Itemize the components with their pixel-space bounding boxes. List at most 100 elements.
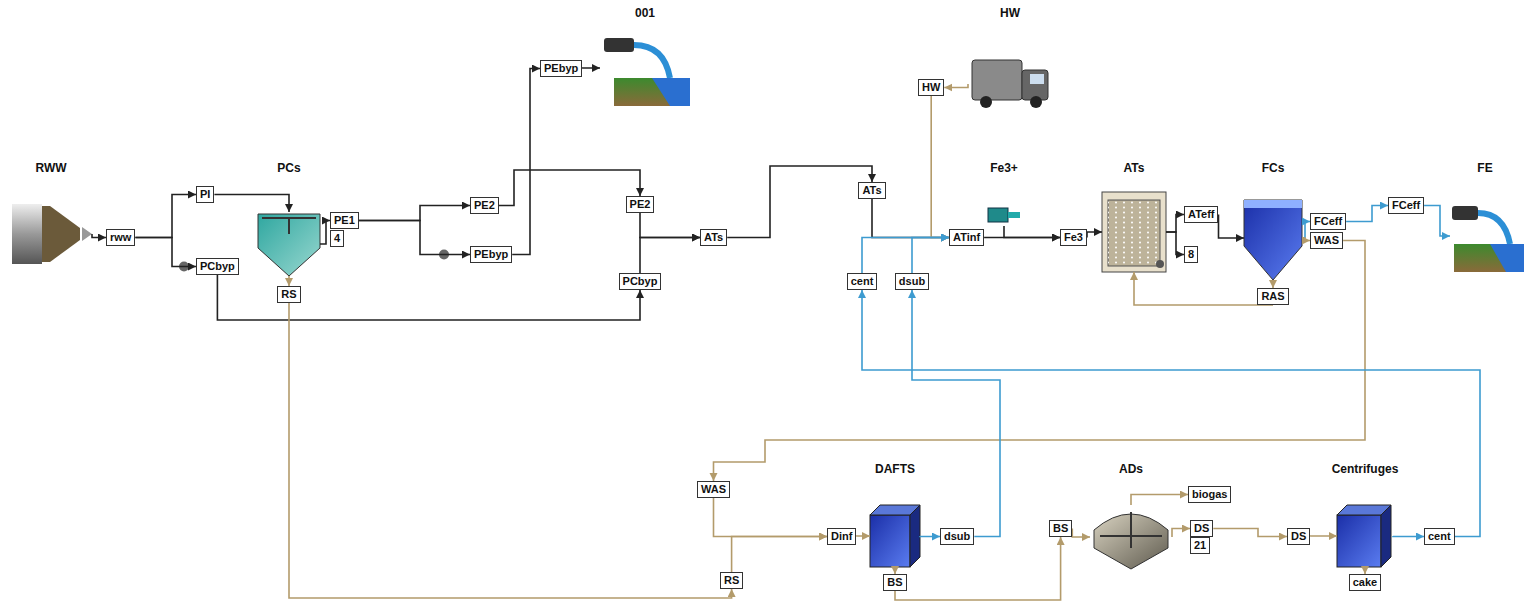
unit-title: ADs xyxy=(1119,462,1143,476)
stream-connector xyxy=(135,238,196,267)
process-unit: DAFTS xyxy=(870,505,920,567)
stream-connector xyxy=(1087,232,1102,238)
stream-connector xyxy=(714,241,1366,482)
stream-connector xyxy=(288,276,290,286)
digester-icon xyxy=(1094,512,1168,569)
stream-name: BS xyxy=(887,576,902,588)
stream-connector xyxy=(1272,280,1274,288)
truck-icon xyxy=(1022,70,1048,100)
process-unit: HW xyxy=(968,56,1052,112)
stream-name: PCbyp xyxy=(623,275,658,287)
stream-connector xyxy=(894,567,896,574)
stream-connector xyxy=(135,195,196,238)
stream-label: WAS xyxy=(697,481,730,498)
stream-label: WAS xyxy=(1310,232,1343,249)
stream-name: ATeff xyxy=(1188,208,1214,220)
stream-connector xyxy=(499,170,640,206)
stream-connector xyxy=(1213,529,1287,537)
stream-name: cent xyxy=(1428,530,1451,542)
process-unit: PCs xyxy=(258,212,320,276)
stream-connector xyxy=(1172,529,1190,538)
stream-label: RAS xyxy=(1257,288,1288,305)
stream-name: RS xyxy=(724,574,739,586)
stream-name: PE1 xyxy=(334,214,355,226)
unit-title: ATs xyxy=(1124,161,1145,175)
stream-label: ATinf xyxy=(949,229,984,246)
stream-name: dsub xyxy=(899,275,925,287)
stream-connector xyxy=(912,290,1000,537)
stream-label: RS xyxy=(720,572,743,589)
influent-pipe-icon xyxy=(42,206,80,262)
digester-icon xyxy=(1100,512,1162,548)
truck-icon xyxy=(980,96,992,108)
stream-label: ATs xyxy=(858,182,885,199)
unit-title: RWW xyxy=(35,161,66,175)
outfall-icon xyxy=(614,78,690,106)
stream-name: dsub xyxy=(944,530,970,542)
dosing-pump-icon xyxy=(988,208,1020,222)
dissolved-air-flotation-icon xyxy=(870,505,920,567)
process-unit: ADs xyxy=(1090,505,1172,569)
aeration-tank-icon xyxy=(1102,192,1166,272)
stream-label: 4 xyxy=(330,230,344,247)
stream-label: rww xyxy=(106,229,135,246)
stream-name: cake xyxy=(1353,576,1377,588)
truck-icon xyxy=(972,60,1022,100)
outfall-icon xyxy=(1490,244,1524,272)
stream-label: ATeff xyxy=(1184,206,1218,223)
influent-pipe-icon xyxy=(12,204,92,264)
stream-label: FCeff xyxy=(1388,197,1424,214)
stream-connector xyxy=(920,535,940,537)
outfall-icon xyxy=(634,45,670,78)
unit-title: Centrifuges xyxy=(1332,462,1399,476)
stream-label: PE2 xyxy=(626,196,655,213)
stream-label: DS xyxy=(1190,520,1213,537)
stream-connector xyxy=(1364,567,1366,574)
clarifier-icon xyxy=(258,214,320,276)
stream-name: BS xyxy=(1053,522,1068,534)
stream-connector xyxy=(727,166,872,238)
stream-label: dsub xyxy=(940,528,974,545)
stream-connector xyxy=(640,213,700,238)
aeration-tank-icon xyxy=(1108,200,1160,266)
stream-label: Fe3 xyxy=(1060,229,1087,246)
stream-label: PEbyp xyxy=(470,246,512,263)
stream-label: 8 xyxy=(1184,246,1198,263)
stream-label: dsub xyxy=(895,273,929,290)
stream-label: PCbyp xyxy=(619,273,662,290)
stream-name: ATs xyxy=(704,231,723,243)
influent-pipe-icon xyxy=(82,227,92,241)
stream-connector xyxy=(582,67,600,69)
stream-connector xyxy=(856,535,870,537)
stream-name: DS xyxy=(1194,522,1209,534)
stream-connector xyxy=(214,195,289,213)
aeration-tank-icon xyxy=(1102,192,1166,272)
unit-title: DAFTS xyxy=(875,462,915,476)
stream-name: 4 xyxy=(334,232,340,244)
outfall-icon xyxy=(652,78,690,106)
dissolved-air-flotation-icon xyxy=(870,515,910,567)
stream-connector xyxy=(1166,215,1184,233)
stream-label: PE2 xyxy=(470,197,499,214)
stream-name: ATinf xyxy=(953,231,980,243)
stream-label: PI xyxy=(196,186,214,203)
stream-name: biogas xyxy=(1192,488,1227,500)
stream-connector xyxy=(1302,222,1310,239)
stream-label: BS xyxy=(883,574,906,591)
outfall-icon xyxy=(1454,244,1524,272)
unit-title: HW xyxy=(1000,6,1020,20)
clarifier-icon xyxy=(1244,200,1302,280)
stream-name: WAS xyxy=(701,483,726,495)
stream-connector xyxy=(359,221,470,255)
stream-connector xyxy=(1346,206,1388,222)
stream-connector xyxy=(1424,206,1450,237)
outfall-icon xyxy=(1452,206,1524,272)
stream-label: FCeff xyxy=(1310,213,1346,230)
stream-label: cent xyxy=(1424,528,1455,545)
outfall-icon xyxy=(604,38,634,52)
process-unit: FCs xyxy=(1244,196,1302,280)
stream-connector xyxy=(1393,535,1424,537)
influent-pipe-icon xyxy=(12,204,42,264)
process-unit: ATs xyxy=(1102,192,1166,272)
